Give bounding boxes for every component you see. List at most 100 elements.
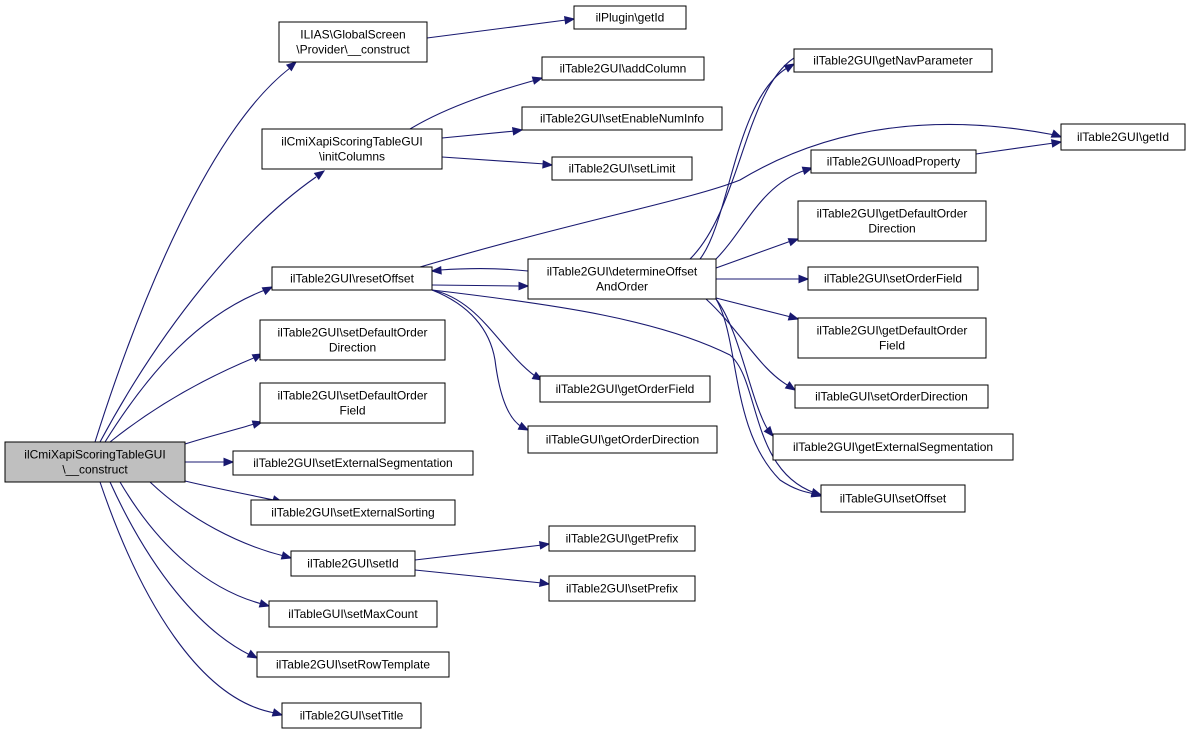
node-setid[interactable]: ilTable2GUI\setId [290,550,416,577]
node-setenablenuminfo[interactable]: ilTable2GUI\setEnableNumInfo [521,106,723,131]
edge-line [441,156,546,165]
node-label: Field [879,339,905,353]
edge-line [431,289,536,377]
node-box[interactable] [548,575,696,602]
edge-line [715,169,807,260]
node-box[interactable] [232,450,474,476]
edge-line [184,480,275,501]
node-addcolumn[interactable]: ilTable2GUI\addColumn [541,56,705,81]
node-getexternalsegmentation[interactable]: ilTable2GUI\getExternalSegmentation [772,433,1014,461]
node-box[interactable] [259,382,446,424]
node-box[interactable] [527,258,717,300]
edge-line [414,544,543,561]
edge-determineoffset-to-getexternalsegmentation [715,298,774,438]
node-setoffset[interactable]: ilTableGUI\setOffset [820,484,966,513]
node-box[interactable] [261,128,443,170]
arrowhead [787,312,800,321]
node-box[interactable] [268,600,438,628]
node-box[interactable] [256,651,450,678]
node-box[interactable] [797,317,987,359]
node-getorderdirection[interactable]: ilTableGUI\getOrderDirection [527,425,718,454]
arrowhead [518,281,530,291]
node-label: ilPlugin\getId [596,11,665,25]
node-setlimit[interactable]: ilTable2GUI\setLimit [551,156,693,181]
edge-determineoffset-to-setoffset [715,298,823,498]
node-box[interactable] [772,433,1014,461]
node-label: ilTableGUI\getOrderDirection [546,433,699,447]
node-loadproperty[interactable]: ilTable2GUI\loadProperty [810,149,977,174]
node-getprefix[interactable]: ilTable2GUI\getPrefix [548,525,696,552]
edge-line [109,356,257,443]
node-box[interactable] [290,550,416,577]
node-box[interactable] [820,484,966,513]
node-setorderfield[interactable]: ilTable2GUI\setOrderField [807,266,979,291]
node-label: \Provider\__construct [296,43,410,57]
node-root[interactable]: ilCmiXapiScoringTableGUI\__construct [4,441,186,483]
arrowhead [538,578,551,587]
node-box[interactable] [250,499,456,526]
edge-root-to-setmaxcount [119,481,271,608]
node-box[interactable] [521,106,723,131]
edge-line [705,298,790,387]
edge-line [426,19,567,39]
edge-determineoffset-to-setorderfield [716,274,810,284]
arrowhead [563,16,576,25]
node-resetoffset[interactable]: ilTable2GUI\resetOffset [271,266,433,291]
edge-root-to-setid [149,481,293,560]
node-box[interactable] [807,266,979,291]
node-box[interactable] [797,200,987,242]
node-label: ilTableGUI\setMaxCount [288,607,418,621]
node-getorderfield[interactable]: ilTable2GUI\getOrderField [539,375,711,403]
node-box[interactable] [271,266,433,291]
node-initcolumns[interactable]: ilCmiXapiScoringTableGUI\initColumns [261,128,443,170]
edge-line [715,298,816,495]
edge-root-to-setrowtemplate [109,481,259,659]
arrowhead [223,457,235,467]
node-box[interactable] [527,425,718,454]
edge-line [441,130,516,139]
node-settitle[interactable]: ilTable2GUI\setTitle [281,702,422,729]
edge-initcolumns-to-setenablenuminfo [441,127,524,139]
node-box[interactable] [259,319,446,361]
node-label: ilTable2GUI\setOrderField [824,272,962,286]
edge-resetoffset-to-determineoffset [431,281,530,291]
node-setexternalsorting[interactable]: ilTable2GUI\setExternalSorting [250,499,456,526]
node-box[interactable] [573,5,687,30]
node-box[interactable] [278,21,428,63]
node-box[interactable] [793,48,993,73]
node-box[interactable] [551,156,693,181]
edge-determineoffset-to-getnavparameter [699,63,796,260]
node-label: ilTable2GUI\setRowTemplate [276,658,430,672]
node-box[interactable] [794,384,989,409]
arrowhead [313,170,326,181]
node-setmaxcount[interactable]: ilTableGUI\setMaxCount [268,600,438,628]
node-setprefix[interactable]: ilTable2GUI\setPrefix [548,575,696,602]
node-box[interactable] [541,56,705,81]
arrowhead [511,127,524,136]
node-provider-construct[interactable]: ILIAS\GlobalScreen\Provider\__construct [278,21,428,63]
node-setrowtemplate[interactable]: ilTable2GUI\setRowTemplate [256,651,450,678]
edge-setid-to-getprefix [414,541,551,561]
node-label: \initColumns [319,150,385,164]
node-box[interactable] [810,149,977,174]
edge-line [699,67,788,260]
node-t2-getid[interactable]: ilTable2GUI\getId [1060,123,1186,151]
node-setexternalsegmentation[interactable]: ilTable2GUI\setExternalSegmentation [232,450,474,476]
arrowhead [517,421,530,431]
node-label: ilTable2GUI\getOrderField [556,382,695,396]
node-getnavparameter[interactable]: ilTable2GUI\getNavParameter [793,48,993,73]
edge-line [94,67,291,443]
node-box[interactable] [539,375,711,403]
node-box[interactable] [548,525,696,552]
node-setorderdirection[interactable]: ilTableGUI\setOrderDirection [794,384,989,409]
node-box[interactable] [1060,123,1186,151]
edge-line [419,123,1056,268]
node-box[interactable] [4,441,186,483]
node-box[interactable] [281,702,422,729]
node-plugin-getid[interactable]: ilPlugin\getId [573,5,687,30]
